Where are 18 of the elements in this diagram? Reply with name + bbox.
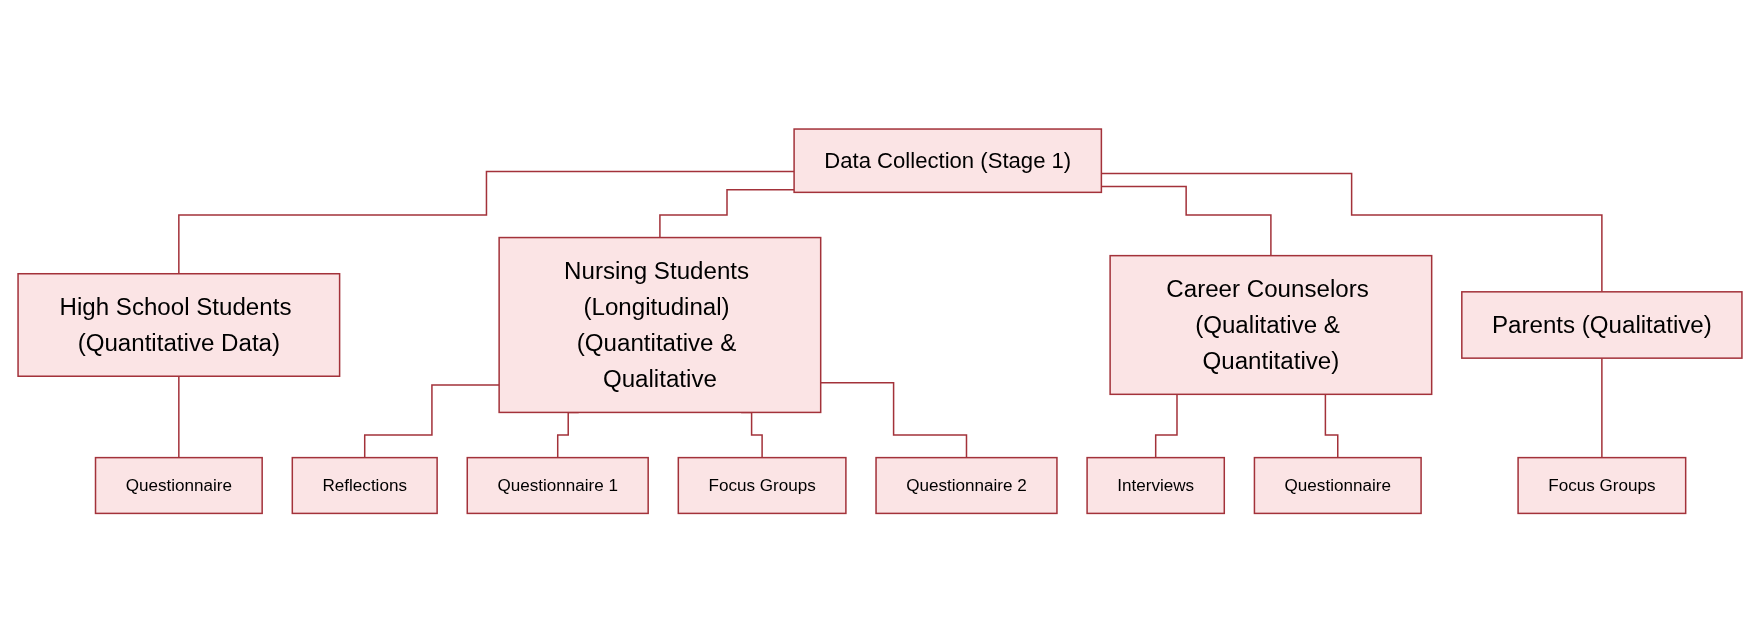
node-box: Interviews bbox=[1086, 456, 1226, 514]
node-box: High School Students (Quantitative Data) bbox=[17, 272, 341, 377]
node-box: Reflections bbox=[291, 456, 438, 514]
node-box: Questionnaire bbox=[94, 456, 263, 514]
node-box: Focus Groups bbox=[1517, 456, 1687, 514]
connector bbox=[178, 170, 795, 275]
node-box: Questionnaire bbox=[1253, 456, 1422, 514]
node-box: Data Collection (Stage 1) bbox=[793, 128, 1103, 193]
connector bbox=[363, 383, 500, 459]
node-box: Nursing Students (Longitudinal) (Quantitative & Qualitative bbox=[498, 236, 822, 413]
node-box: Parents (Qualitative) bbox=[1461, 290, 1743, 359]
connector bbox=[178, 375, 180, 459]
connector bbox=[1601, 357, 1603, 459]
node-box: Questionnaire 1 bbox=[466, 456, 649, 514]
node-box: Career Counselors (Qualitative & Quantitative) bbox=[1109, 254, 1433, 395]
node-box: Focus Groups bbox=[677, 456, 847, 514]
node-box: Questionnaire 2 bbox=[875, 456, 1058, 514]
connector bbox=[659, 188, 795, 239]
